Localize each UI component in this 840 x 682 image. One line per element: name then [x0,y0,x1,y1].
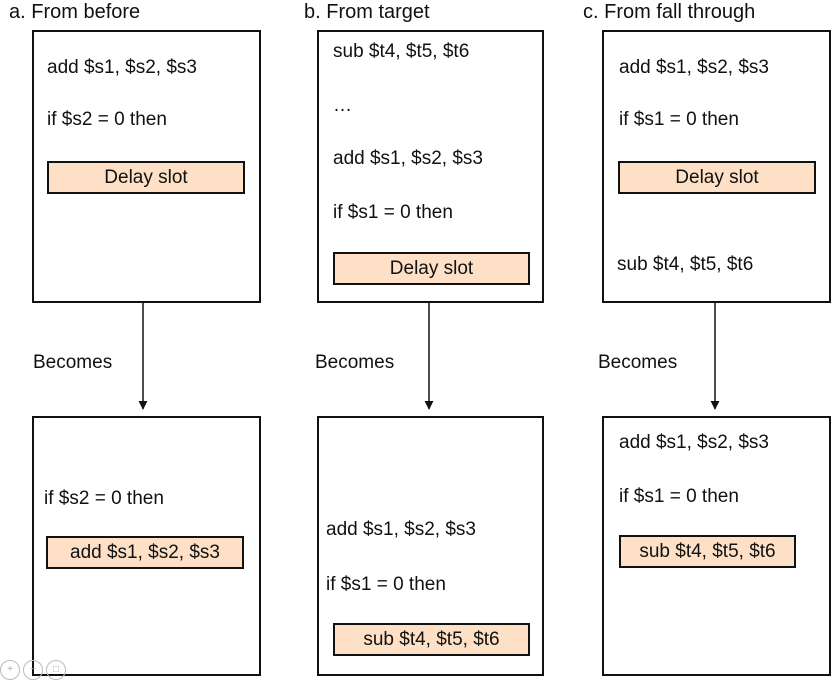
code-line: add $s1, $s2, $s3 [619,57,769,78]
becomes-label: Becomes [315,352,395,373]
box-c-after: add $s1, $s2, $s3 if $s1 = 0 then sub $t… [602,416,831,676]
filled-delay-slot: sub $t4, $t5, $t6 [333,623,530,656]
filled-delay-slot: add $s1, $s2, $s3 [46,536,244,569]
code-line: add $s1, $s2, $s3 [326,519,476,540]
box-b-after: add $s1, $s2, $s3 if $s1 = 0 then sub $t… [317,416,544,676]
code-line: sub $t4, $t5, $t6 [617,254,754,275]
column-title-c: c. From fall through [583,1,756,23]
code-line: if $s2 = 0 then [44,488,164,509]
becomes-label: Becomes [598,352,678,373]
box-a-before: add $s1, $s2, $s3 if $s2 = 0 then Delay … [32,30,261,303]
box-a-after: if $s2 = 0 then add $s1, $s2, $s3 [32,416,261,676]
column-title-a: a. From before [9,1,141,23]
code-line: if $s1 = 0 then [326,574,446,595]
code-line: add $s1, $s2, $s3 [333,148,483,169]
filled-delay-slot: sub $t4, $t5, $t6 [619,535,796,568]
delay-slot: Delay slot [618,161,816,194]
zoom-out-icon[interactable]: − [23,660,43,680]
fit-icon[interactable]: □ [46,660,66,680]
box-b-before: sub $t4, $t5, $t6 … add $s1, $s2, $s3 if… [317,30,544,303]
delay-slot: Delay slot [47,161,245,194]
viewer-controls: + − □ [0,660,66,680]
delay-slot: Delay slot [333,252,530,285]
becomes-label: Becomes [33,352,113,373]
box-c-before: add $s1, $s2, $s3 if $s1 = 0 then Delay … [602,30,831,303]
code-line: if $s1 = 0 then [619,109,739,130]
code-line: add $s1, $s2, $s3 [619,432,769,453]
code-line: … [333,95,352,116]
column-title-b: b. From target [304,1,430,23]
code-line: if $s2 = 0 then [47,109,167,130]
code-line: add $s1, $s2, $s3 [47,57,197,78]
code-line: if $s1 = 0 then [619,486,739,507]
code-line: if $s1 = 0 then [333,202,453,223]
code-line: sub $t4, $t5, $t6 [333,41,470,62]
zoom-in-icon[interactable]: + [0,660,20,680]
